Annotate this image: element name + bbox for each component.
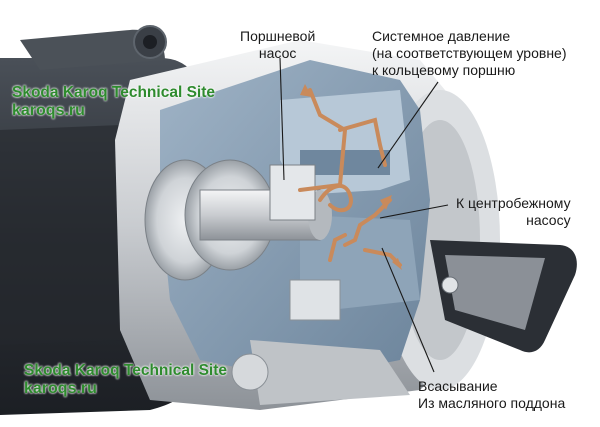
label-centrifugal-line1: К центробежному <box>456 195 571 211</box>
watermark-top-site: Skoda Karoq Technical Site <box>12 84 215 101</box>
label-suction: Всасывание Из масляного поддона <box>418 378 565 412</box>
label-to-centrifugal-pump: К центробежному насосу <box>456 195 571 229</box>
pump-shaft <box>144 159 332 281</box>
watermark-top: Skoda Karoq Technical Site karoqs.ru <box>12 84 215 120</box>
label-piston-pump: Поршневой насос <box>240 28 315 62</box>
label-centrifugal-line2: насосу <box>526 212 571 228</box>
flow-arrows <box>300 84 402 270</box>
watermark-top-url: karoqs.ru <box>12 102 85 119</box>
label-system-pressure-line2: (на соответствующем уровне) <box>372 45 567 61</box>
label-system-pressure: Системное давление (на соответствующем у… <box>372 28 567 79</box>
leader-lines <box>279 57 449 373</box>
electrical-connector <box>430 240 577 353</box>
watermark-bottom-url: karoqs.ru <box>24 380 97 397</box>
label-piston-pump-line1: Поршневой <box>240 28 316 44</box>
label-suction-line1: Всасывание <box>418 378 498 394</box>
label-system-pressure-line1: Системное давление <box>372 28 511 44</box>
label-piston-pump-line2: насос <box>258 45 297 61</box>
watermark-bottom: Skoda Karoq Technical Site karoqs.ru <box>24 362 227 398</box>
watermark-bottom-site: Skoda Karoq Technical Site <box>24 362 227 379</box>
mounting-bracket <box>231 340 410 405</box>
label-suction-line2: Из масляного поддона <box>418 395 566 411</box>
label-system-pressure-line3: к кольцевому поршню <box>372 62 516 78</box>
